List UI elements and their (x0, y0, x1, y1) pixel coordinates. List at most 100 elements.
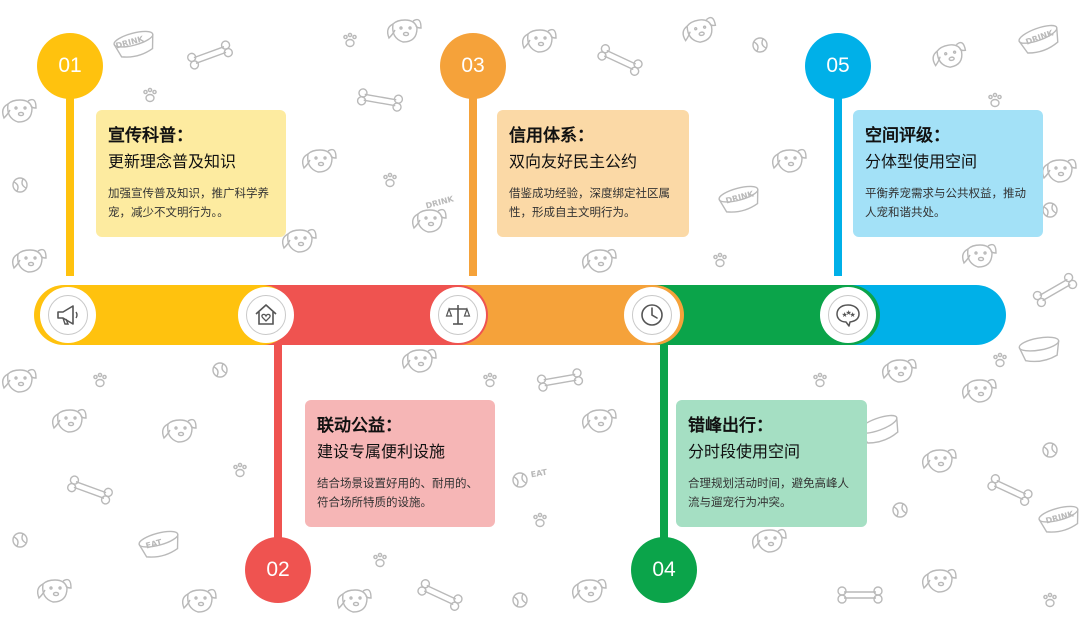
paw-icon (1043, 592, 1057, 608)
ball-icon (1042, 442, 1058, 458)
paw-icon (93, 372, 107, 388)
step-1-stem (66, 66, 74, 276)
scales-icon-ring (430, 287, 486, 343)
dog-face-icon (571, 578, 607, 603)
ball-icon (212, 362, 228, 378)
pattern-word: DRINK (115, 34, 146, 50)
svg-text:★: ★ (846, 309, 852, 317)
step-5-title: 空间评级： (865, 126, 950, 146)
bone-icon (536, 368, 584, 392)
dog-face-icon (521, 28, 557, 53)
house-heart-icon (255, 304, 277, 325)
bowl-icon (113, 30, 154, 58)
ball-icon (752, 37, 768, 53)
paw-icon (993, 352, 1007, 368)
dog-face-icon (161, 418, 197, 443)
pattern-word: EAT (145, 537, 164, 550)
dog-face-icon (961, 378, 997, 403)
bone-icon (987, 474, 1033, 506)
step-5-subtitle: 分体型使用空间 (865, 152, 978, 171)
stars-bubble-icon: ★ ★ ★ (836, 304, 860, 327)
dog-face-icon (581, 248, 617, 273)
stars-bubble-icon-ring: ★ ★ ★ (820, 287, 876, 343)
step-3-desc: 借鉴成功经验，深度绑定社区属性，形成自主文明行为。 (509, 186, 670, 219)
bowl-icon (1018, 24, 1059, 54)
dog-face-icon (921, 448, 957, 473)
step-3-subtitle: 双向友好民主公约 (509, 152, 638, 171)
bowl-icon (1038, 505, 1079, 533)
megaphone-icon (57, 305, 78, 325)
dog-face-icon (881, 358, 917, 383)
paw-icon (713, 252, 727, 268)
clock-icon (641, 304, 663, 326)
dog-face-icon (181, 588, 217, 613)
dog-face-icon (581, 408, 617, 433)
step-1-card: 宣传科普： 更新理念普及知识 加强宣传普及知识，推广科学养宠，减少不文明行为。。 (96, 110, 286, 237)
scales-icon (445, 305, 471, 325)
dog-face-icon (932, 41, 967, 68)
bone-icon (417, 579, 463, 611)
bone-icon (1032, 272, 1078, 308)
step-3-title: 信用体系： (509, 126, 594, 146)
step-4-desc: 合理规划活动时间，避免高峰人流与遛宠行为冲突。 (688, 476, 849, 509)
bone-icon (356, 88, 404, 112)
paw-icon (143, 87, 157, 103)
ball-icon (12, 532, 28, 548)
dog-face-icon (281, 228, 317, 253)
dog-face-icon (1, 98, 37, 123)
dog-face-icon (961, 243, 997, 268)
step-2-stem (274, 345, 282, 570)
ball-icon (512, 592, 528, 608)
paw-icon (343, 32, 357, 48)
dog-face-icon (771, 148, 807, 173)
step-4-number: 04 (631, 537, 697, 603)
step-1-desc: 加强宣传普及知识，推广科学养宠，减少不文明行为。。 (108, 186, 269, 219)
megaphone-icon-ring (40, 287, 96, 343)
svg-text:★: ★ (850, 311, 856, 319)
paw-icon (988, 92, 1002, 108)
dog-face-icon (301, 148, 337, 173)
step-4-subtitle: 分时段使用空间 (688, 442, 801, 461)
dog-face-icon (751, 528, 787, 553)
step-1-title: 宣传科普： (108, 126, 193, 146)
paw-icon (373, 552, 387, 568)
step-2-subtitle: 建设专属便利设施 (317, 442, 446, 461)
step-1-subtitle: 更新理念普及知识 (108, 152, 237, 171)
step-5-number: 05 (805, 33, 871, 99)
step-5-desc: 平衡养宠需求与公共权益，推动人宠和谐共处。 (865, 186, 1026, 219)
bowl-icon (138, 530, 179, 558)
dog-face-icon (682, 16, 717, 43)
step-4-card: 错峰出行： 分时段使用空间 合理规划活动时间，避免高峰人流与遛宠行为冲突。 (676, 400, 867, 527)
step-1-number: 01 (37, 33, 103, 99)
pattern-word: DRINK (425, 194, 456, 210)
ball-icon (512, 472, 528, 488)
paw-icon (233, 462, 247, 478)
ball-icon (892, 502, 908, 518)
bone-icon (187, 40, 233, 70)
bowl-icon (1018, 336, 1060, 363)
step-2-number: 02 (245, 537, 311, 603)
clock-icon-ring (624, 287, 680, 343)
step-5-card: 空间评级： 分体型使用空间 平衡养宠需求与公共权益，推动人宠和谐共处。 (853, 110, 1043, 237)
step-4-stem (660, 345, 668, 570)
dog-face-icon (401, 348, 437, 373)
step-2-card: 联动公益： 建设专属便利设施 结合场景设置好用的、耐用的、符合场所特质的设施。 (305, 400, 495, 527)
dog-face-icon (11, 248, 47, 273)
step-3-card: 信用体系： 双向友好民主公约 借鉴成功经验，深度绑定社区属性，形成自主文明行为。 (497, 110, 689, 237)
paw-icon (533, 512, 547, 528)
house-heart-icon-ring (238, 287, 294, 343)
step-3-stem (469, 66, 477, 276)
paw-icon (383, 172, 397, 188)
step-4-title: 错峰出行： (688, 416, 773, 436)
bone-icon (67, 475, 113, 505)
dog-face-icon (1, 368, 37, 393)
step-2-title: 联动公益： (317, 416, 402, 436)
step-5-stem (834, 66, 842, 276)
svg-text:★: ★ (842, 311, 848, 319)
step-2-desc: 结合场景设置好用的、耐用的、符合场所特质的设施。 (317, 476, 478, 509)
step-3-number: 03 (440, 33, 506, 99)
dog-face-icon (411, 208, 447, 233)
dog-face-icon (36, 578, 72, 603)
dog-face-icon (336, 588, 372, 613)
dog-face-icon (51, 408, 87, 433)
